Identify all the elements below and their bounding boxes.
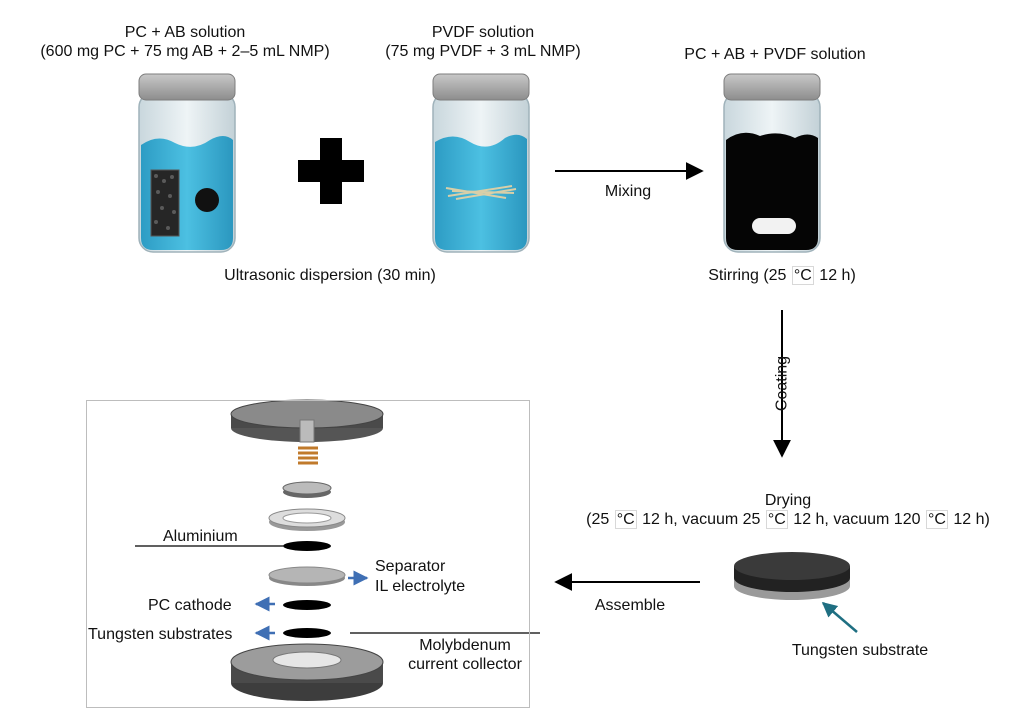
assemble-label: Assemble: [594, 597, 666, 614]
tungsten-substrate-label: Tungsten substrate: [791, 642, 929, 659]
step2-label: PVDF solution (75 mg PVDF + 3 mL NMP): [358, 23, 608, 61]
drying-title: Drying: [764, 492, 812, 509]
tungsten-pointer-arrow: [821, 602, 858, 633]
coated-disc: [734, 552, 850, 600]
step3-title: PC + AB + PVDF solution: [684, 46, 866, 63]
molybdenum-label: Molybdenum current collector: [408, 637, 522, 673]
jar-lid: [138, 73, 236, 101]
drying-detail: (25 °C 12 h, vacuum 25 °C 12 h, vacuum 1…: [586, 510, 990, 529]
tungsten-substrates-label: Tungsten substrates: [88, 626, 233, 643]
stirring-label: Stirring (25 °C 12 h): [708, 266, 856, 285]
cell-panel-frame: [86, 400, 530, 708]
coating-label: Coating: [773, 355, 791, 412]
jar-pc-ab-pvdf: [723, 73, 821, 253]
step1-label: PC + AB solution (600 mg PC + 75 mg AB +…: [30, 23, 340, 61]
plus-icon: [298, 138, 364, 204]
jar-lid: [432, 73, 530, 101]
jar-lid: [723, 73, 821, 101]
jar-pvdf: [432, 73, 530, 253]
separator-label: Separator: [375, 558, 446, 575]
step1-detail: (600 mg PC + 75 mg AB + 2–5 mL NMP): [40, 43, 330, 60]
step1-title: PC + AB solution: [124, 24, 246, 41]
stir-bar: [752, 218, 796, 234]
step2-detail: (75 mg PVDF + 3 mL NMP): [385, 43, 581, 60]
jar-pc-ab: [138, 73, 236, 253]
spring-icon: [298, 446, 318, 465]
acetylene-black-particle: [195, 188, 219, 212]
aluminium-label: Aluminium: [163, 528, 238, 545]
step2-title: PVDF solution: [431, 24, 535, 41]
pc-cathode-label: PC cathode: [148, 597, 232, 614]
mixing-label: Mixing: [604, 183, 652, 200]
pvdf-fibers: [445, 185, 517, 200]
porous-carbon-texture: [154, 174, 176, 230]
cell-exploded-view: [230, 399, 384, 701]
il-electrolyte-label: IL electrolyte: [375, 578, 466, 595]
ultrasonic-label: Ultrasonic dispersion (30 min): [224, 267, 436, 284]
drying-label: Drying (25 °C 12 h, vacuum 25 °C 12 h, v…: [572, 491, 1004, 529]
